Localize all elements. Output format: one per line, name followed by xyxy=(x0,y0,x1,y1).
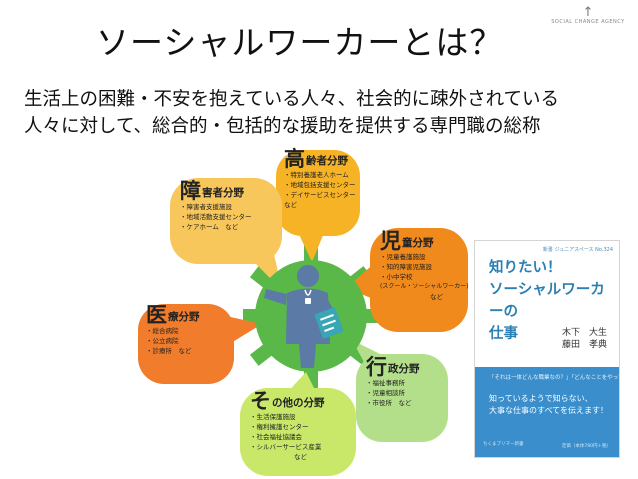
field-elderly-heading: 高齢者分野 xyxy=(284,147,348,171)
page-title: ソーシャルワーカーとは？ xyxy=(96,23,504,62)
field-child: 児童分野 ・児童養護施設 ・知的障害児施設 ・小中学校 (スクール・ソーシャルワ… xyxy=(380,229,469,302)
field-other: その他の分野 ・生活保護施設 ・権利擁護センター ・社会福祉協議会 ・シルバーサ… xyxy=(250,389,325,462)
book-publisher: ちくまプリマー新書 xyxy=(483,442,524,447)
field-other-item: ・権利擁護センター xyxy=(250,423,309,431)
petal-administration xyxy=(352,340,448,442)
book-title-line: 知りたい！ xyxy=(489,260,562,276)
field-elderly: 高齢者分野 ・特別養護老人ホーム ・地域包括支援センター ・デイサービスセンター… xyxy=(284,147,356,210)
book-series: 新書 ジュニアスペース No.324 xyxy=(542,247,613,253)
field-child-item: ・小中学校 xyxy=(380,273,413,281)
field-elderly-item: ・地域包括支援センター xyxy=(284,181,356,189)
book-title-line: ソーシャルワーカーの xyxy=(489,282,605,320)
field-elderly-item: など xyxy=(284,201,297,209)
book-title: 知りたい！ ソーシャルワーカーの 仕事 xyxy=(489,257,619,345)
book-cover-band: 「それは一体どんな職業なの？」「どんなことをやってるの？」 知っているようで知ら… xyxy=(475,367,619,457)
book-authors: 木下 大生 藤田 孝典 xyxy=(562,327,607,351)
book-cover: 新書 ジュニアスペース No.324 知りたい！ ソーシャルワーカーの 仕事 木… xyxy=(474,240,620,458)
field-administration-item: ・市役所 など xyxy=(366,399,412,407)
definition-line-2: 人々に対して、総合的・包括的な援助を提供する専門職の総称 xyxy=(24,116,541,137)
field-other-item: ・シルバーサービス産業 xyxy=(250,443,322,451)
field-disability: 障害者分野 ・障害者支援施設 ・地域活動支援センター ・ケアホーム など xyxy=(180,179,252,232)
book-author: 木下 大生 xyxy=(561,328,607,338)
field-disability-item: ・ケアホーム など xyxy=(180,223,239,231)
field-other-item: ・社会福祉協議会 xyxy=(250,433,302,441)
field-disability-item: ・障害者支援施設 xyxy=(180,203,232,211)
field-administration-item: ・福祉事務所 xyxy=(366,379,405,387)
petal-medical xyxy=(138,304,262,384)
field-child-item: (スクール・ソーシャルワーカー) xyxy=(380,283,469,290)
field-medical-item: ・公立病院 xyxy=(146,337,179,345)
field-disability-item: ・地域活動支援センター xyxy=(180,213,252,221)
book-price: 定価（本体780円＋税） xyxy=(561,444,611,449)
field-other-heading: その他の分野 xyxy=(250,389,325,413)
petal-elderly xyxy=(276,150,360,262)
field-medical-item: ・診療所 など xyxy=(146,347,192,355)
book-author: 藤田 孝典 xyxy=(561,340,607,350)
field-elderly-item: ・特別養護老人ホーム xyxy=(284,171,349,179)
field-medical-heading: 医療分野 xyxy=(146,303,200,327)
field-disability-heading: 障害者分野 xyxy=(180,179,244,203)
definition-line-1: 生活上の困難・不安を抱えている人々、社会的に疎外されている xyxy=(24,89,560,110)
book-title-line: 仕事 xyxy=(489,326,518,342)
field-medical-item: ・総合病院 xyxy=(146,327,179,335)
field-administration-item: ・児童相談所 xyxy=(366,389,405,397)
book-copy-line: 知っているようで知らない、 xyxy=(489,394,593,403)
arrow-up-icon: ↑ xyxy=(582,5,594,20)
field-child-item: ・知的障害児施設 xyxy=(380,263,432,271)
definition-text: 生活上の困難・不安を抱えている人々、社会的に疎外されている 人々に対して、総合的… xyxy=(24,86,559,140)
field-administration: 行政分野 ・福祉事務所 ・児童相談所 ・市役所 など xyxy=(366,355,420,408)
field-administration-heading: 行政分野 xyxy=(366,355,420,379)
brand-logo: ↑ SOCIAL CHANGE AGENCY xyxy=(548,6,628,25)
book-tagline: 「それは一体どんな職業なの？」「どんなことをやってるの？」 xyxy=(489,375,619,381)
field-medical: 医療分野 ・総合病院 ・公立病院 ・診療所 など xyxy=(146,303,200,356)
field-other-item: など xyxy=(294,453,307,461)
brand-logo-text: SOCIAL CHANGE AGENCY xyxy=(551,19,625,25)
field-child-item: ・児童養護施設 xyxy=(380,253,426,261)
book-copy-line: 大事な仕事のすべてを伝えます！ xyxy=(489,406,608,415)
petal-other xyxy=(240,372,356,476)
field-child-item: など xyxy=(430,293,443,301)
field-child-heading: 児童分野 xyxy=(380,229,434,253)
social-worker-icon xyxy=(264,265,344,368)
field-other-item: ・生活保護施設 xyxy=(250,413,296,421)
field-elderly-item: ・デイサービスセンター xyxy=(284,191,356,199)
book-copy: 知っているようで知らない、 大事な仕事のすべてを伝えます！ xyxy=(489,393,608,417)
